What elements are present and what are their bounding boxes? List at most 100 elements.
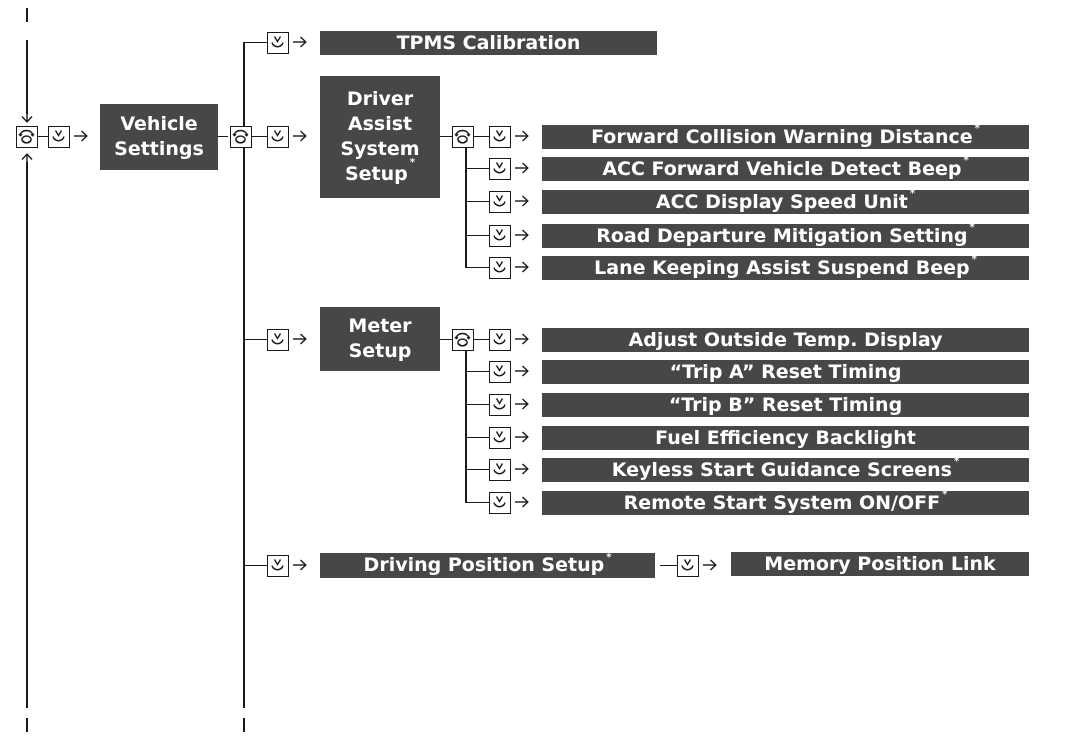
meter-setup-line2: Setup [348,340,412,362]
arrow-right-icon [74,129,88,143]
connector [243,339,267,341]
trip-b-reset-timing-box[interactable]: “Trip B” Reset Timing [542,393,1029,417]
connector [243,42,267,44]
trip-b-reset-timing-label: “Trip B” Reset Timing [668,393,903,416]
sub-spine [465,350,467,502]
driver-assist-line1: Driver [346,88,414,110]
trip-a-reset-timing-label: “Trip A” Reset Timing [669,360,902,383]
arrow-right-icon [515,129,529,143]
select-icon[interactable] [489,158,511,180]
road-departure-mitigation-setting-label: Road Departure Mitigation Setting [596,224,968,247]
trunk-tick-top [26,8,28,22]
driver-assist-line2: Assist [347,113,413,135]
vehicle-settings-line1: Vehicle [120,113,198,135]
trunk-tick-bottom [26,718,28,732]
keyless-start-guidance-screens-label: Keyless Start Guidance Screens [611,458,952,481]
acc-forward-vehicle-detect-beep-label: ACC Forward Vehicle Detect Beep [602,157,962,180]
fuel-efficiency-backlight-label: Fuel Efficiency Backlight [655,426,916,449]
driver-assist-line4: Setup [344,163,408,185]
arrow-right-icon [515,397,529,411]
tpms-calibration-label: TPMS Calibration [396,31,581,54]
connector [660,565,677,567]
arrow-right-icon [293,35,307,49]
forward-collision-warning-distance-label: Forward Collision Warning Distance [591,125,973,148]
memory-position-link-box[interactable]: Memory Position Link [731,552,1029,576]
select-icon[interactable] [267,329,289,351]
driving-position-setup-label: Driving Position Setup [363,554,605,576]
trunk-line-top [26,40,28,114]
select-icon[interactable] [489,257,511,279]
lane-keeping-assist-suspend-beep-box[interactable]: Lane Keeping Assist Suspend Beep* [542,255,1029,280]
select-icon[interactable] [489,361,511,383]
adjust-outside-temp-display-box[interactable]: Adjust Outside Temp. Display [542,328,1029,352]
select-icon[interactable] [489,126,511,148]
remote-start-system-onoff-label: Remote Start System ON/OFF [623,491,941,514]
sub-spine [465,147,467,268]
branch-spine [243,42,245,708]
select-icon[interactable] [267,32,289,54]
connector [465,371,489,373]
select-icon[interactable] [489,191,511,213]
connector [474,339,489,341]
select-icon[interactable] [489,427,511,449]
road-departure-mitigation-setting-box[interactable]: Road Departure Mitigation Setting* [542,223,1029,248]
keyless-start-guidance-screens-box[interactable]: Keyless Start Guidance Screens* [542,457,1029,482]
remote-start-system-onoff-box[interactable]: Remote Start System ON/OFF* [542,490,1029,515]
select-icon[interactable] [489,459,511,481]
vehicle-settings-line2: Settings [114,138,204,160]
arrow-right-icon [293,332,307,346]
select-icon[interactable] [677,555,699,577]
select-icon[interactable] [489,329,511,351]
arrow-right-icon [515,194,529,208]
select-icon[interactable] [489,492,511,514]
connector [440,339,452,341]
connector [465,404,489,406]
back-icon[interactable] [452,329,474,351]
arrow-right-icon [515,260,529,274]
driver-assist-line3: System [340,138,420,160]
tpms-calibration-box[interactable]: TPMS Calibration [320,31,657,55]
connector [465,201,489,203]
trip-a-reset-timing-box[interactable]: “Trip A” Reset Timing [542,360,1029,384]
select-icon[interactable] [267,126,289,148]
connector [465,469,489,471]
back-icon[interactable] [452,126,474,148]
acc-display-speed-unit-label: ACC Display Speed Unit [655,190,908,213]
back-icon[interactable] [230,126,252,148]
connector [252,136,267,138]
arrow-right-icon [515,332,529,346]
acc-display-speed-unit-box[interactable]: ACC Display Speed Unit* [542,189,1029,214]
connector [465,267,489,269]
select-icon[interactable] [489,225,511,247]
connector [38,136,48,138]
arrow-right-icon [515,495,529,509]
arrow-right-icon [515,364,529,378]
trunk-line-bottom [26,162,28,708]
adjust-outside-temp-display-label: Adjust Outside Temp. Display [628,328,943,351]
select-icon[interactable] [48,126,70,148]
select-icon[interactable] [489,394,511,416]
connector [465,168,489,170]
lane-keeping-assist-suspend-beep-label: Lane Keeping Assist Suspend Beep [594,256,970,279]
acc-forward-vehicle-detect-beep-box[interactable]: ACC Forward Vehicle Detect Beep* [542,156,1029,181]
connector [440,136,452,138]
meter-setup-line1: Meter [348,315,412,337]
arrow-right-icon [703,558,717,572]
arrow-right-icon [515,161,529,175]
connector [465,502,489,504]
memory-position-link-label: Memory Position Link [764,552,996,575]
connector [465,235,489,237]
connector [243,565,267,567]
forward-collision-warning-distance-box[interactable]: Forward Collision Warning Distance* [542,124,1029,149]
arrow-right-icon [515,462,529,476]
fuel-efficiency-backlight-box[interactable]: Fuel Efficiency Backlight [542,426,1029,450]
arrow-right-icon [293,129,307,143]
select-icon[interactable] [267,555,289,577]
driving-position-setup-box[interactable]: Driving Position Setup* [320,552,655,578]
driver-assist-system-setup-box[interactable]: Driver Assist System Setup* [320,76,440,198]
connector [474,136,489,138]
back-icon[interactable] [16,126,38,148]
